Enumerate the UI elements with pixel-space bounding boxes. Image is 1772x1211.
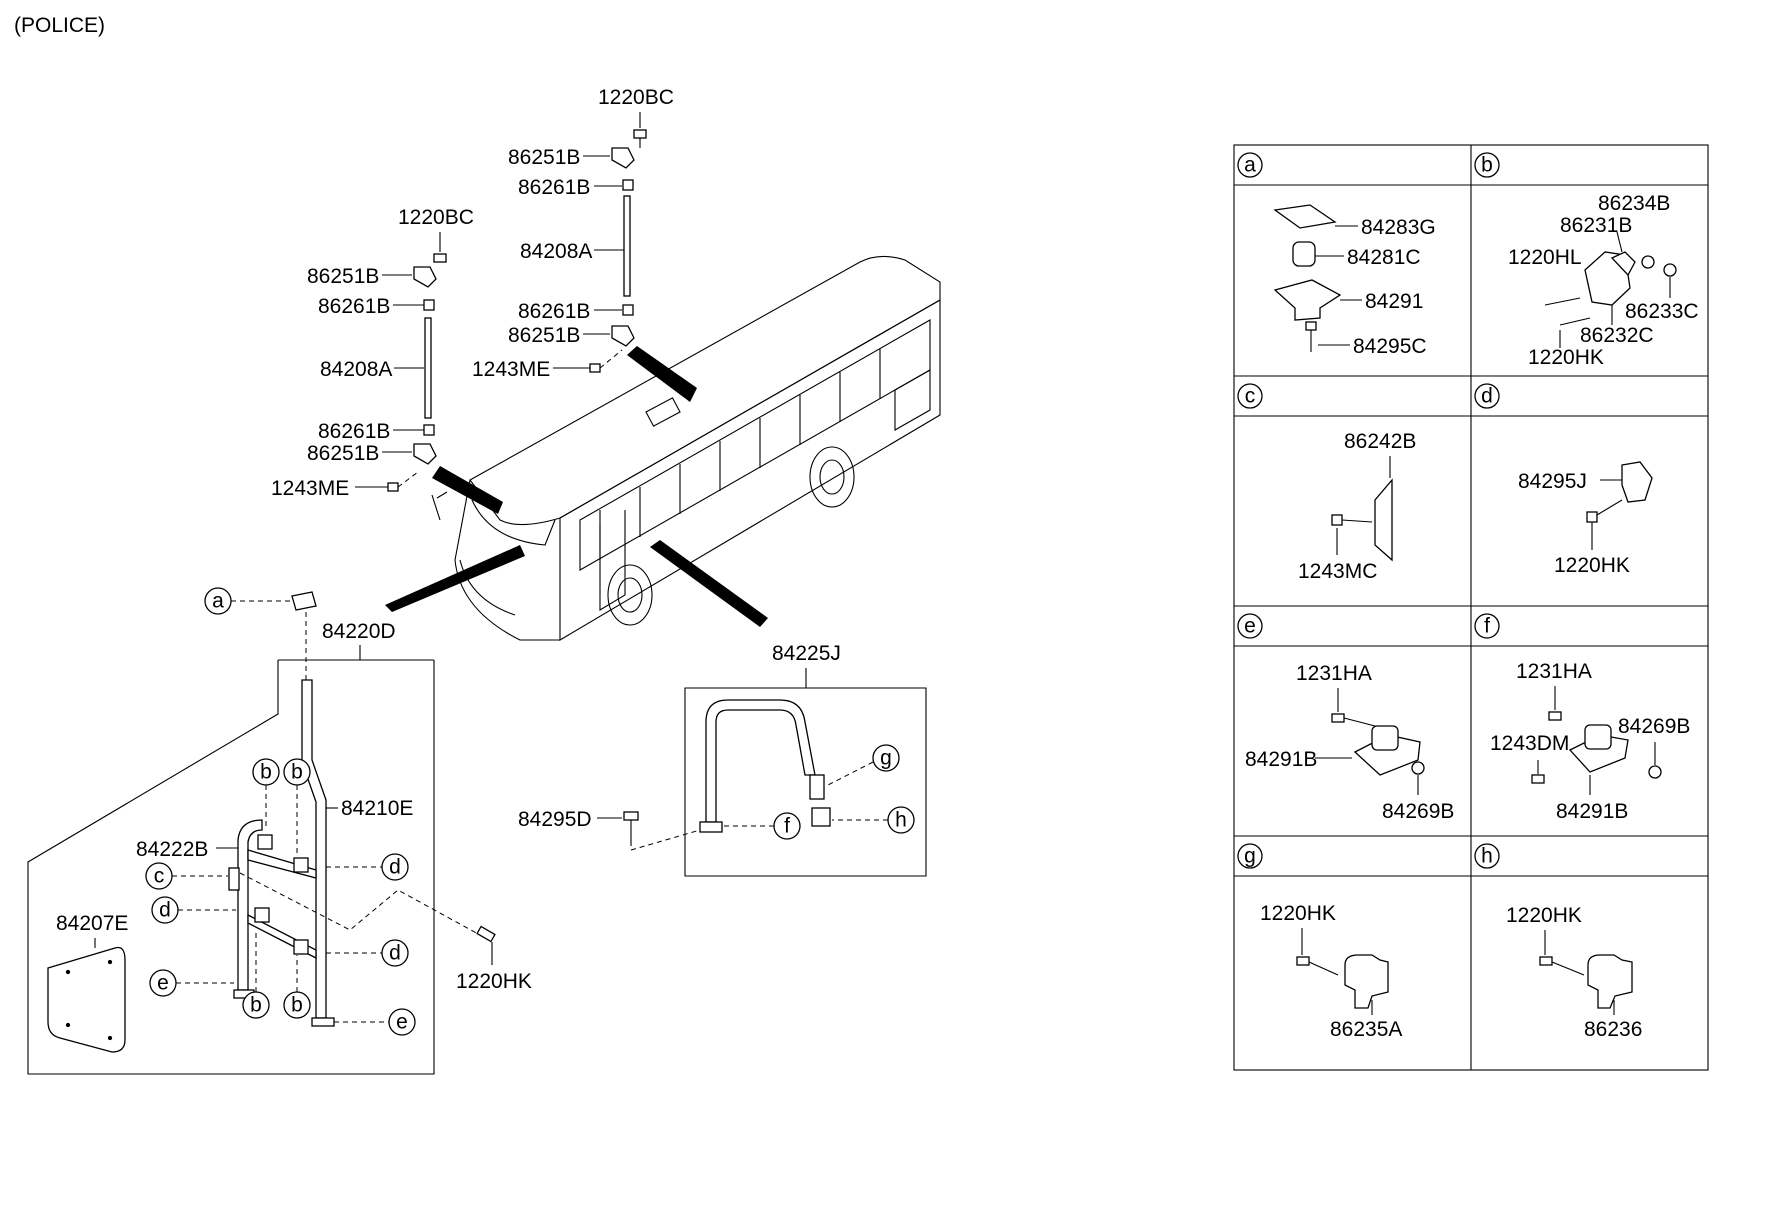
part-label-86261B: 86261B (318, 420, 390, 443)
part-label-84208A: 84208A (320, 358, 392, 381)
handrail-assembly-84220D: a 84220D 84210E 84222B (27, 587, 532, 1075)
page-title: (POLICE) (14, 14, 106, 37)
detail-label-86233C: 86233C (1625, 300, 1699, 323)
detail-label-1231HA: 1231HA (1516, 660, 1592, 683)
detail-label-84291: 84291 (1365, 290, 1423, 313)
part-label-84210E: 84210E (341, 797, 413, 820)
callout-h: h (895, 809, 907, 832)
callout-b: b (260, 761, 272, 784)
detail-label-1243MC: 1243MC (1298, 560, 1377, 583)
detail-label-84295J: 84295J (1518, 470, 1587, 493)
detail-letter-c: c (1245, 385, 1256, 408)
detail-label-86231B: 86231B (1560, 214, 1632, 237)
detail-label-84291B: 84291B (1556, 800, 1628, 823)
detail-label-1231HA: 1231HA (1296, 662, 1372, 685)
detail-label-84283G: 84283G (1361, 216, 1436, 239)
callout-b: b (291, 994, 303, 1017)
detail-label-84295C: 84295C (1353, 335, 1427, 358)
detail-label-1220HK: 1220HK (1528, 346, 1604, 369)
detail-label-86242B: 86242B (1344, 430, 1416, 453)
part-label-1220HK: 1220HK (456, 970, 532, 993)
callout-g: g (880, 747, 892, 770)
detail-label-86234B: 86234B (1598, 192, 1670, 215)
detail-label-1220HK: 1220HK (1554, 554, 1630, 577)
part-label-84295D: 84295D (518, 808, 592, 831)
callout-f: f (784, 815, 790, 838)
antenna-assembly-right: 1220BC 86251B 86261B 84208A 86261B 86251… (472, 86, 674, 381)
callout-d: d (389, 942, 401, 965)
part-label-86251B: 86251B (508, 324, 580, 347)
part-label-1220BC: 1220BC (598, 86, 674, 109)
part-label-84207E: 84207E (56, 912, 128, 935)
part-label-86251B: 86251B (508, 146, 580, 169)
detail-label-84291B: 84291B (1245, 748, 1317, 771)
callout-e: e (396, 1011, 408, 1034)
detail-label-86236: 86236 (1584, 1018, 1642, 1041)
callout-e: e (157, 972, 169, 995)
callout-d: d (159, 899, 171, 922)
callout-b: b (250, 994, 262, 1017)
part-label-84225J: 84225J (772, 642, 841, 665)
handrail-assembly-84225J: 84225J g f h 84295D (518, 642, 927, 877)
part-label-86251B: 86251B (307, 442, 379, 465)
detail-table: a 84283G 84281C 84291 84295C b 86234B 86… (1233, 144, 1709, 1071)
detail-label-86235A: 86235A (1330, 1018, 1402, 1041)
detail-label-1243DM: 1243DM (1490, 732, 1569, 755)
callout-a: a (212, 590, 224, 613)
part-label-84220D: 84220D (322, 620, 396, 643)
detail-letter-g: g (1244, 845, 1256, 868)
detail-label-1220HK: 1220HK (1506, 904, 1582, 927)
detail-label-84269B: 84269B (1618, 715, 1690, 738)
callout-b: b (291, 761, 303, 784)
part-label-86261B: 86261B (518, 176, 590, 199)
detail-label-1220HL: 1220HL (1508, 246, 1582, 269)
pointer-wedges (385, 346, 768, 627)
part-label-86251B: 86251B (307, 265, 379, 288)
callout-d: d (389, 856, 401, 879)
detail-letter-a: a (1244, 154, 1256, 177)
part-label-84222B: 84222B (136, 838, 208, 861)
bus-illustration (431, 255, 941, 641)
detail-label-84281C: 84281C (1347, 246, 1421, 269)
detail-letter-e: e (1244, 615, 1256, 638)
detail-letter-d: d (1481, 385, 1493, 408)
part-label-86261B: 86261B (518, 300, 590, 323)
part-label-84208A: 84208A (520, 240, 592, 263)
detail-label-86232C: 86232C (1580, 324, 1654, 347)
detail-letter-f: f (1484, 615, 1490, 638)
part-label-1243ME: 1243ME (271, 477, 349, 500)
detail-label-84269B: 84269B (1382, 800, 1454, 823)
part-label-1220BC: 1220BC (398, 206, 474, 229)
detail-label-1220HK: 1220HK (1260, 902, 1336, 925)
detail-letter-b: b (1481, 154, 1493, 177)
callout-c: c (154, 865, 165, 888)
part-label-86261B: 86261B (318, 295, 390, 318)
detail-letter-h: h (1481, 845, 1493, 868)
antenna-assembly-left: 1220BC 86251B 86261B 84208A 86261B 86251… (271, 206, 474, 500)
part-label-1243ME: 1243ME (472, 358, 550, 381)
